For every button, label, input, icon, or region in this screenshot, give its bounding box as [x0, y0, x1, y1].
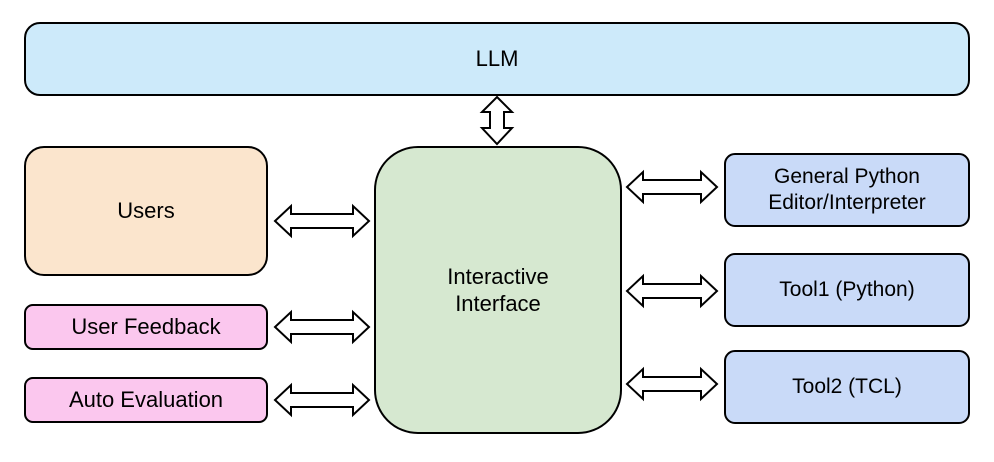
user-feedback-box: User Feedback — [24, 304, 268, 350]
llm-box: LLM — [24, 22, 970, 96]
interactive-interface-line1: Interactive — [447, 263, 549, 289]
autoeval-interface-arrow — [273, 382, 371, 418]
users-interface-arrow — [273, 203, 371, 239]
interface-tool1-arrow — [625, 273, 719, 309]
users-label: Users — [117, 198, 175, 224]
auto-evaluation-box: Auto Evaluation — [24, 377, 268, 423]
interactive-interface-text: Interactive Interface — [447, 263, 549, 318]
tool1-label: Tool1 (Python) — [779, 277, 915, 301]
interactive-interface-box: Interactive Interface — [374, 146, 622, 434]
interface-tool2-arrow — [625, 366, 719, 402]
llm-interface-arrow — [479, 95, 515, 146]
user-feedback-label: User Feedback — [71, 314, 221, 340]
tool1-box: Tool1 (Python) — [724, 253, 970, 327]
feedback-interface-arrow — [273, 309, 371, 345]
python-editor-box: General Python Editor/Interpreter — [724, 153, 970, 227]
interface-python-arrow — [625, 169, 719, 205]
users-box: Users — [24, 146, 268, 276]
python-editor-line1: General Python — [774, 164, 920, 188]
python-editor-text: General Python Editor/Interpreter — [768, 164, 926, 217]
python-editor-line2: Editor/Interpreter — [768, 191, 926, 214]
llm-label: LLM — [475, 46, 519, 72]
interactive-interface-line2: Interface — [455, 291, 541, 316]
tool2-label: Tool2 (TCL) — [792, 374, 902, 398]
tool2-box: Tool2 (TCL) — [724, 350, 970, 424]
auto-evaluation-label: Auto Evaluation — [68, 387, 224, 413]
